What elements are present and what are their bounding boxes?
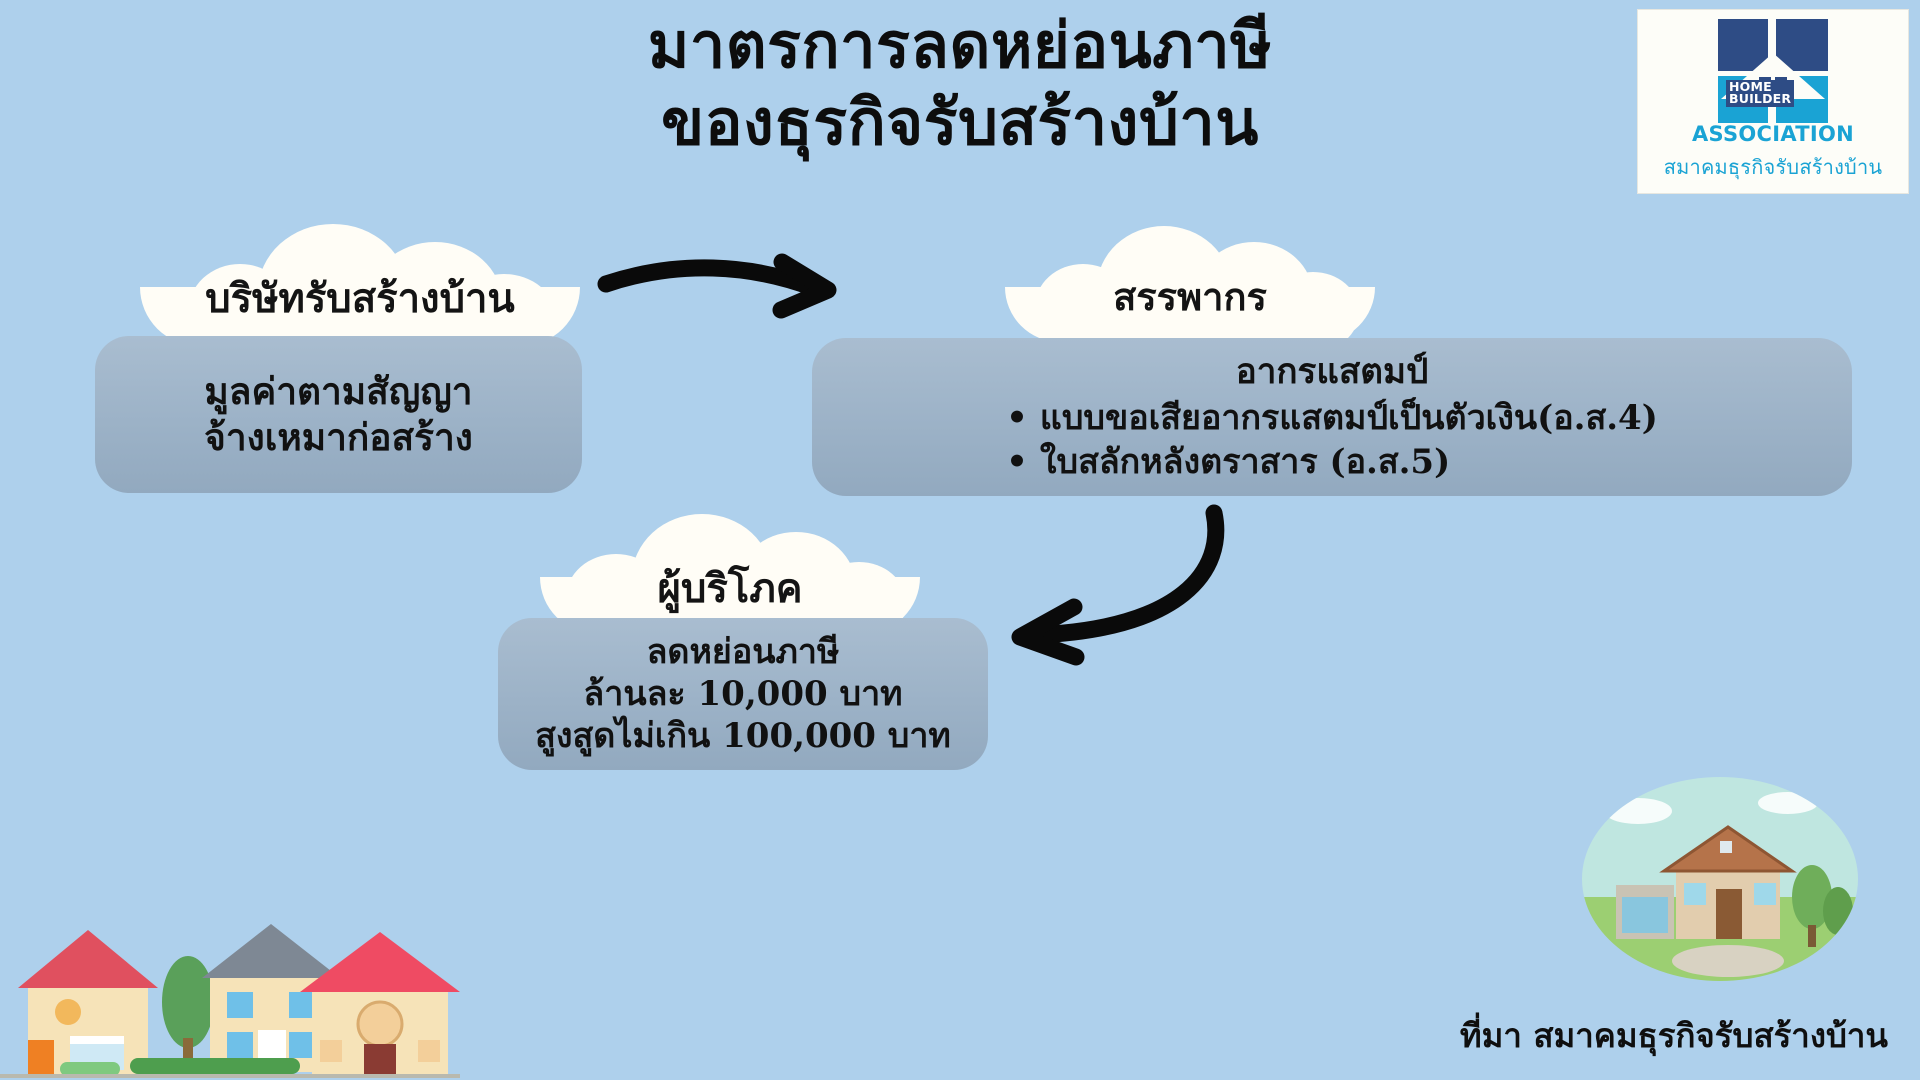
association-logo: HOME BUILDER ASSOCIATION สมาคมธุรกิจรับส… [1637, 9, 1909, 194]
logo-home-text: HOME [1729, 78, 1772, 94]
house-landscape-illustration [1582, 777, 1858, 981]
bullet-marker-icon: • [1006, 441, 1028, 482]
logo-home-builder-text: HOME BUILDER [1726, 78, 1795, 107]
revenue-bullet-1: แบบขอเสียอากรแสตมป์เป็นตัวเงิน(อ.ส.4) [1039, 397, 1658, 438]
title-line-1: มาตรการลดหย่อนภาษี [647, 9, 1273, 82]
company-line-1: มูลค่าตามสัญญา [204, 368, 473, 413]
home-builder-logo-icon: HOME BUILDER [1714, 19, 1832, 123]
box-revenue-stamp-duty: อากรแสตมป์ • แบบขอเสียอากรแสตมป์เป็นตัวเ… [812, 338, 1852, 496]
houses-illustration [0, 924, 460, 1078]
logo-builder-text: BUILDER [1729, 91, 1792, 107]
cloud-shape-revenue [1005, 222, 1375, 352]
logo-association-text: ASSOCIATION [1691, 122, 1855, 146]
cloud-label-company: บริษัทรับสร้างบ้าน [205, 276, 515, 322]
consumer-line-2: ล้านละ 10,000 บาท [583, 673, 903, 714]
arrow-company-to-revenue-icon [597, 253, 837, 319]
arrow-revenue-to-consumer-icon [1011, 504, 1225, 666]
list-item: • แบบขอเสียอากรแสตมป์เป็นตัวเงิน(อ.ส.4) [1006, 396, 1658, 440]
title-line-2: ของธุรกิจรับสร้างบ้าน [661, 85, 1259, 159]
bullet-marker-icon: • [1006, 397, 1028, 438]
consumer-line-3: สูงสูดไม่เกิน 100,000 บาท [535, 716, 951, 757]
logo-thai-name: สมาคมธุรกิจรับสร้างบ้าน [1663, 155, 1883, 179]
box-consumer-tax-deduction: ลดหย่อนภาษี ล้านละ 10,000 บาท สูงสูดไม่เ… [498, 618, 988, 770]
consumer-line-1: ลดหย่อนภาษี [646, 631, 840, 672]
revenue-bullet-list: • แบบขอเสียอากรแสตมป์เป็นตัวเงิน(อ.ส.4) … [1006, 396, 1658, 484]
revenue-bullet-2: ใบสลักหลังตราสาร (อ.ส.5) [1039, 441, 1451, 482]
cloud-label-consumer: ผู้บริโภค [657, 566, 803, 612]
list-item: • ใบสลักหลังตราสาร (อ.ส.5) [1006, 440, 1658, 484]
source-attribution: ที่มา สมาคมธุรกิจรับสร้างบ้าน [1459, 1016, 1888, 1055]
page-title: มาตรการลดหย่อนภาษี ของธุรกิจรับสร้างบ้าน [330, 8, 1590, 162]
box-company-contract-value: มูลค่าตามสัญญา จ้างเหมาก่อสร้าง [95, 336, 582, 493]
revenue-heading: อากรแสตมป์ [1235, 351, 1429, 393]
company-line-2: จ้างเหมาก่อสร้าง [204, 414, 473, 459]
cloud-label-revenue: สรรพากร [1113, 275, 1267, 319]
